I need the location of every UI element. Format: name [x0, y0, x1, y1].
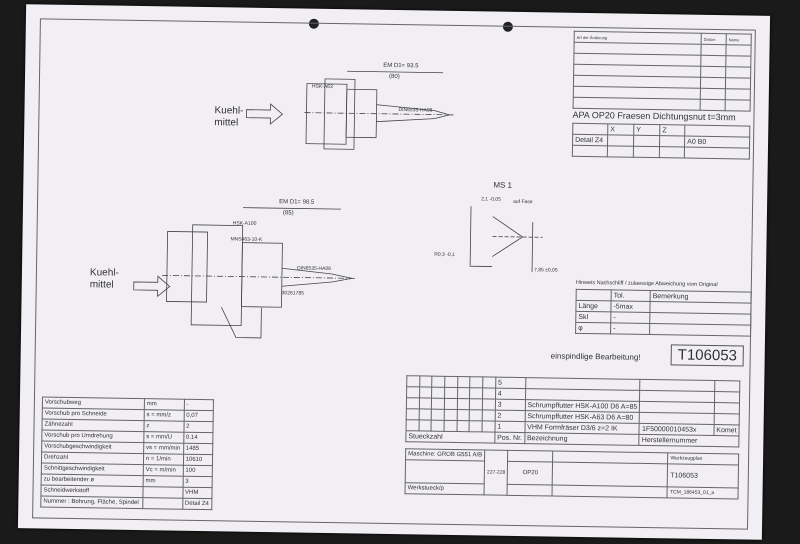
part-maker — [714, 402, 740, 414]
param-value: - — [183, 399, 214, 411]
hint-row-bem — [649, 323, 751, 337]
bottom-mns: MNS463-10-K — [230, 236, 263, 243]
axis-y: Y — [633, 124, 660, 136]
param-value: 2 — [183, 421, 214, 433]
parts-header-pos: Pos. Nr. — [494, 432, 525, 444]
detail-bevel: auf Fase — [513, 198, 533, 206]
coolant-label-top: Kuehl- mittel — [214, 105, 244, 129]
param-unit: Vc = m/min — [143, 464, 184, 477]
axis-z: Z — [659, 124, 685, 137]
param-unit — [142, 486, 183, 499]
detail-title: MS 1 — [493, 180, 513, 190]
part-pos: 2 — [494, 410, 525, 422]
machine-label: Maschine: — [408, 451, 436, 458]
hint-row-tol: - — [610, 322, 650, 335]
parts-header-maker: Herstellernummer — [639, 434, 739, 447]
hint-row-label: Skl — [575, 311, 611, 323]
hint-table: Tol.Bemerkung Länge-5max Skl- φ- — [575, 289, 752, 337]
part-maker — [714, 380, 740, 392]
table-row: Nummer : Bohrung, Fläche, Spindel Detail … — [40, 495, 212, 510]
clamping-note: einspindlige Bearbeitung! — [550, 351, 641, 362]
param-unit — [142, 497, 183, 510]
detail-radius: R0,3 -0,1 — [434, 251, 455, 258]
top-dim-d1: EM D1= 93.5 — [383, 62, 419, 70]
param-value: 0.14 — [183, 432, 213, 444]
operation-code: OP20 — [507, 461, 553, 486]
parts-header-qty: Stueckzahl — [405, 430, 495, 444]
part-pos: 3 — [495, 399, 526, 411]
hint-col-tol: Tol. — [611, 289, 651, 302]
hint-row-tol: - — [610, 311, 650, 324]
top-din: DIN6535-HA06 — [398, 107, 433, 114]
file-name: TCM_186453_01_a — [667, 486, 739, 499]
detail-angle: 2,1 -0,05 — [481, 196, 501, 203]
part-maker — [713, 413, 740, 425]
coolant-label-bottom: Kuehl- mittel — [89, 267, 119, 291]
hint-row-label: Länge — [575, 300, 612, 312]
drawing-number: T106053 — [670, 344, 745, 367]
param-unit: z — [143, 420, 184, 433]
technical-drawing — [133, 70, 543, 339]
param-value: 10610 — [183, 454, 213, 466]
change-date: Datum — [701, 33, 727, 45]
top-hsk: HSK-A63 — [311, 83, 333, 91]
bottom-dim-d1: EM D1= 98.5 — [279, 199, 315, 206]
part-pos: 1 — [494, 421, 525, 433]
part-pos: 5 — [495, 377, 526, 389]
axis-x: X — [607, 123, 634, 136]
bottom-hsk: HSK-A100 — [232, 220, 257, 227]
param-value: 100 — [182, 465, 213, 477]
param-unit: s = mm/U — [143, 431, 184, 444]
bottom-din: DIN6535-HA06 — [296, 265, 331, 273]
parts-header-name: Bezeichnung — [524, 432, 640, 446]
hint-row-tol: -5max — [610, 300, 651, 313]
param-unit: s = mm/z — [143, 409, 184, 422]
part-maker — [714, 391, 740, 403]
workpiece-label: Werkstueck/p — [405, 482, 485, 495]
detail-dim: 7,85 ±0,05 — [533, 267, 558, 274]
detail-label: Detail Z4 — [572, 134, 608, 146]
sheet-number: T106053 — [667, 463, 739, 488]
machine-value: GROB G551 A/B — [437, 451, 483, 459]
drawing-sheet: Kuehl- mittel Kuehl- mittel EM D1= 93.5 … — [17, 4, 771, 540]
part-maker: Komet — [713, 424, 740, 436]
param-unit: mm — [142, 475, 183, 488]
param-value: Detail Z4 — [182, 498, 212, 510]
param-value: 0,07 — [183, 410, 214, 422]
bottom-code: 30261785 — [281, 290, 304, 297]
param-value: 3 — [182, 476, 213, 488]
param-unit: n = 1/min — [143, 453, 184, 466]
param-value: 1485 — [183, 443, 213, 455]
part-number-vertical: 227-228 — [484, 449, 509, 496]
bottom-dim-p: (85) — [282, 210, 294, 217]
top-dim-p: (80) — [389, 73, 400, 81]
change-name: Name — [726, 33, 752, 46]
hint-row-label: φ — [575, 322, 611, 334]
part-pos: 4 — [495, 388, 526, 400]
param-label: Nummer : Bohrung, Fläche, Spindel — [40, 495, 143, 509]
param-unit: vs = mm/min — [143, 442, 184, 455]
param-value: VHM — [182, 487, 213, 499]
param-unit: mm — [144, 398, 185, 411]
